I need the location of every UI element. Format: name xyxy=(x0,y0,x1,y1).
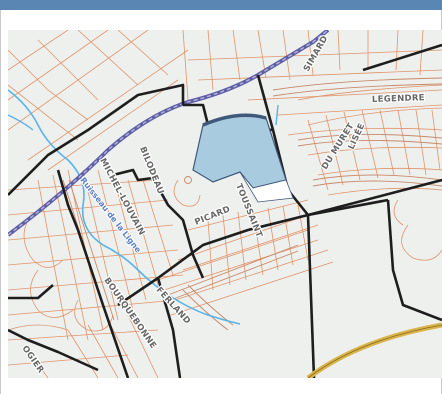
highway xyxy=(306,322,442,378)
highlighted-parcel[interactable] xyxy=(192,113,294,203)
map-viewport[interactable]: SIMARD LEGENDRE LISÉE DU MURET BILODEAU … xyxy=(8,30,442,378)
river-branch-2 xyxy=(275,104,279,126)
map-point-marker[interactable] xyxy=(184,176,192,184)
district-boundaries xyxy=(8,43,442,378)
map-canvas[interactable]: SIMARD LEGENDRE LISÉE DU MURET BILODEAU … xyxy=(8,30,442,378)
window-titlebar xyxy=(0,0,442,10)
label-legendre: LEGENDRE xyxy=(372,93,425,105)
map-background xyxy=(8,30,442,378)
river-branch xyxy=(8,114,34,131)
lot-lines xyxy=(8,30,442,378)
river-path xyxy=(8,89,241,325)
